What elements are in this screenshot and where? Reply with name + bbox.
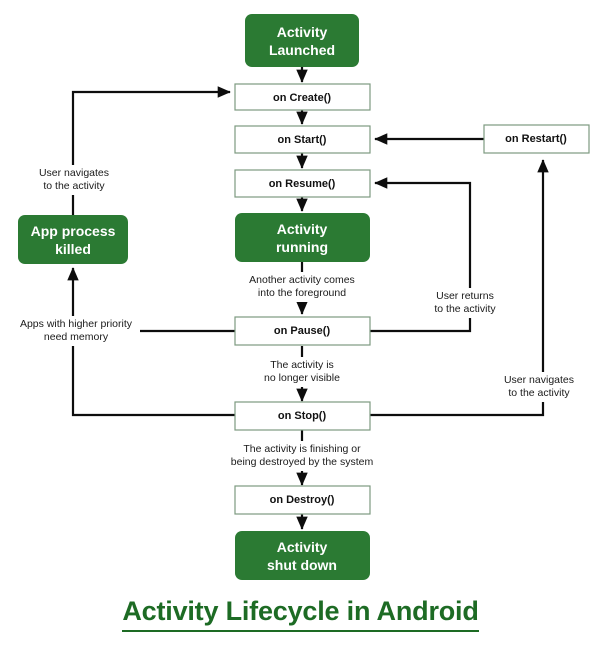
edge-label-finishing-line1: The activity is finishing or [243, 443, 361, 455]
node-on-start[interactable] [234, 125, 371, 154]
edge-label-user-returns-line1: User returns [436, 290, 494, 302]
node-on-restart[interactable] [483, 124, 590, 154]
edge-stop-to-restart-user-navigates [370, 159, 549, 417]
node-activity-running-label-line1: Activity [277, 221, 328, 237]
edge-label-another-activity-line1: Another activity comes [249, 274, 355, 286]
edge-label-bg-user-returns [418, 288, 512, 318]
node-activity-launched-label-line1: Activity [277, 24, 328, 40]
edge-label-bg-user-navigates-left [26, 165, 122, 195]
node-activity-running-label-line2: running [276, 239, 328, 255]
edge-label-finishing-line2: being destroyed by the system [231, 456, 374, 468]
node-activity-shut-down-label-line1: Activity [277, 539, 328, 555]
diagram-caption-text: Activity Lifecycle in Android [122, 596, 479, 633]
edge-label-user-navigates-left-line1: User navigates [39, 167, 109, 179]
edge-label-user-returns-line2: to the activity [434, 303, 496, 315]
edge-label-bg-no-longer-visible [244, 357, 360, 387]
edge-label-bg-another-activity [232, 272, 372, 302]
edge-label-another-activity-line2: into the foreground [258, 287, 346, 299]
node-on-create[interactable] [234, 83, 371, 111]
node-on-stop[interactable] [234, 401, 371, 431]
node-on-start-label: on Start() [278, 134, 327, 146]
node-on-stop-label: on Stop() [278, 410, 327, 422]
node-activity-launched-label-line2: Launched [269, 42, 335, 58]
edge-label-no-longer-visible-line2: no longer visible [264, 372, 340, 384]
node-on-resume[interactable] [234, 169, 371, 198]
edge-label-user-navigates-right-line2: to the activity [508, 387, 570, 399]
diagram-caption: Activity Lifecycle in Android [0, 596, 601, 633]
node-activity-launched[interactable] [245, 14, 359, 67]
edge-label-higher-priority-line2: need memory [44, 331, 109, 343]
node-app-process-killed[interactable] [18, 215, 128, 264]
edge-label-no-longer-visible-line1: The activity is [270, 359, 334, 371]
edge-pause-to-resume-user-returns [370, 177, 472, 333]
node-on-create-label: on Create() [273, 92, 331, 104]
node-activity-running[interactable] [235, 213, 370, 262]
edge-label-bg-user-navigates-right [490, 372, 590, 402]
node-app-process-killed-label-line1: App process [31, 223, 116, 239]
node-on-resume-label: on Resume() [269, 178, 336, 190]
node-on-destroy-label: on Destroy() [270, 494, 335, 506]
node-on-restart-label: on Restart() [505, 133, 567, 145]
edge-label-bg-higher-priority [12, 316, 140, 346]
node-activity-shut-down-label-line2: shut down [267, 557, 337, 573]
edge-label-user-navigates-right-line1: User navigates [504, 374, 574, 386]
edge-label-user-navigates-left-line2: to the activity [43, 180, 105, 192]
edge-stop-to-left-rail [71, 336, 235, 417]
node-on-pause-label: on Pause() [274, 325, 331, 337]
edge-label-bg-finishing [216, 441, 388, 471]
node-app-process-killed-label-line2: killed [55, 241, 91, 257]
node-on-destroy[interactable] [234, 485, 371, 515]
node-on-pause[interactable] [234, 316, 371, 346]
edge-app-killed-to-create [71, 86, 231, 215]
edge-label-higher-priority-line1: Apps with higher priority [20, 318, 133, 330]
node-activity-shut-down[interactable] [235, 531, 370, 580]
